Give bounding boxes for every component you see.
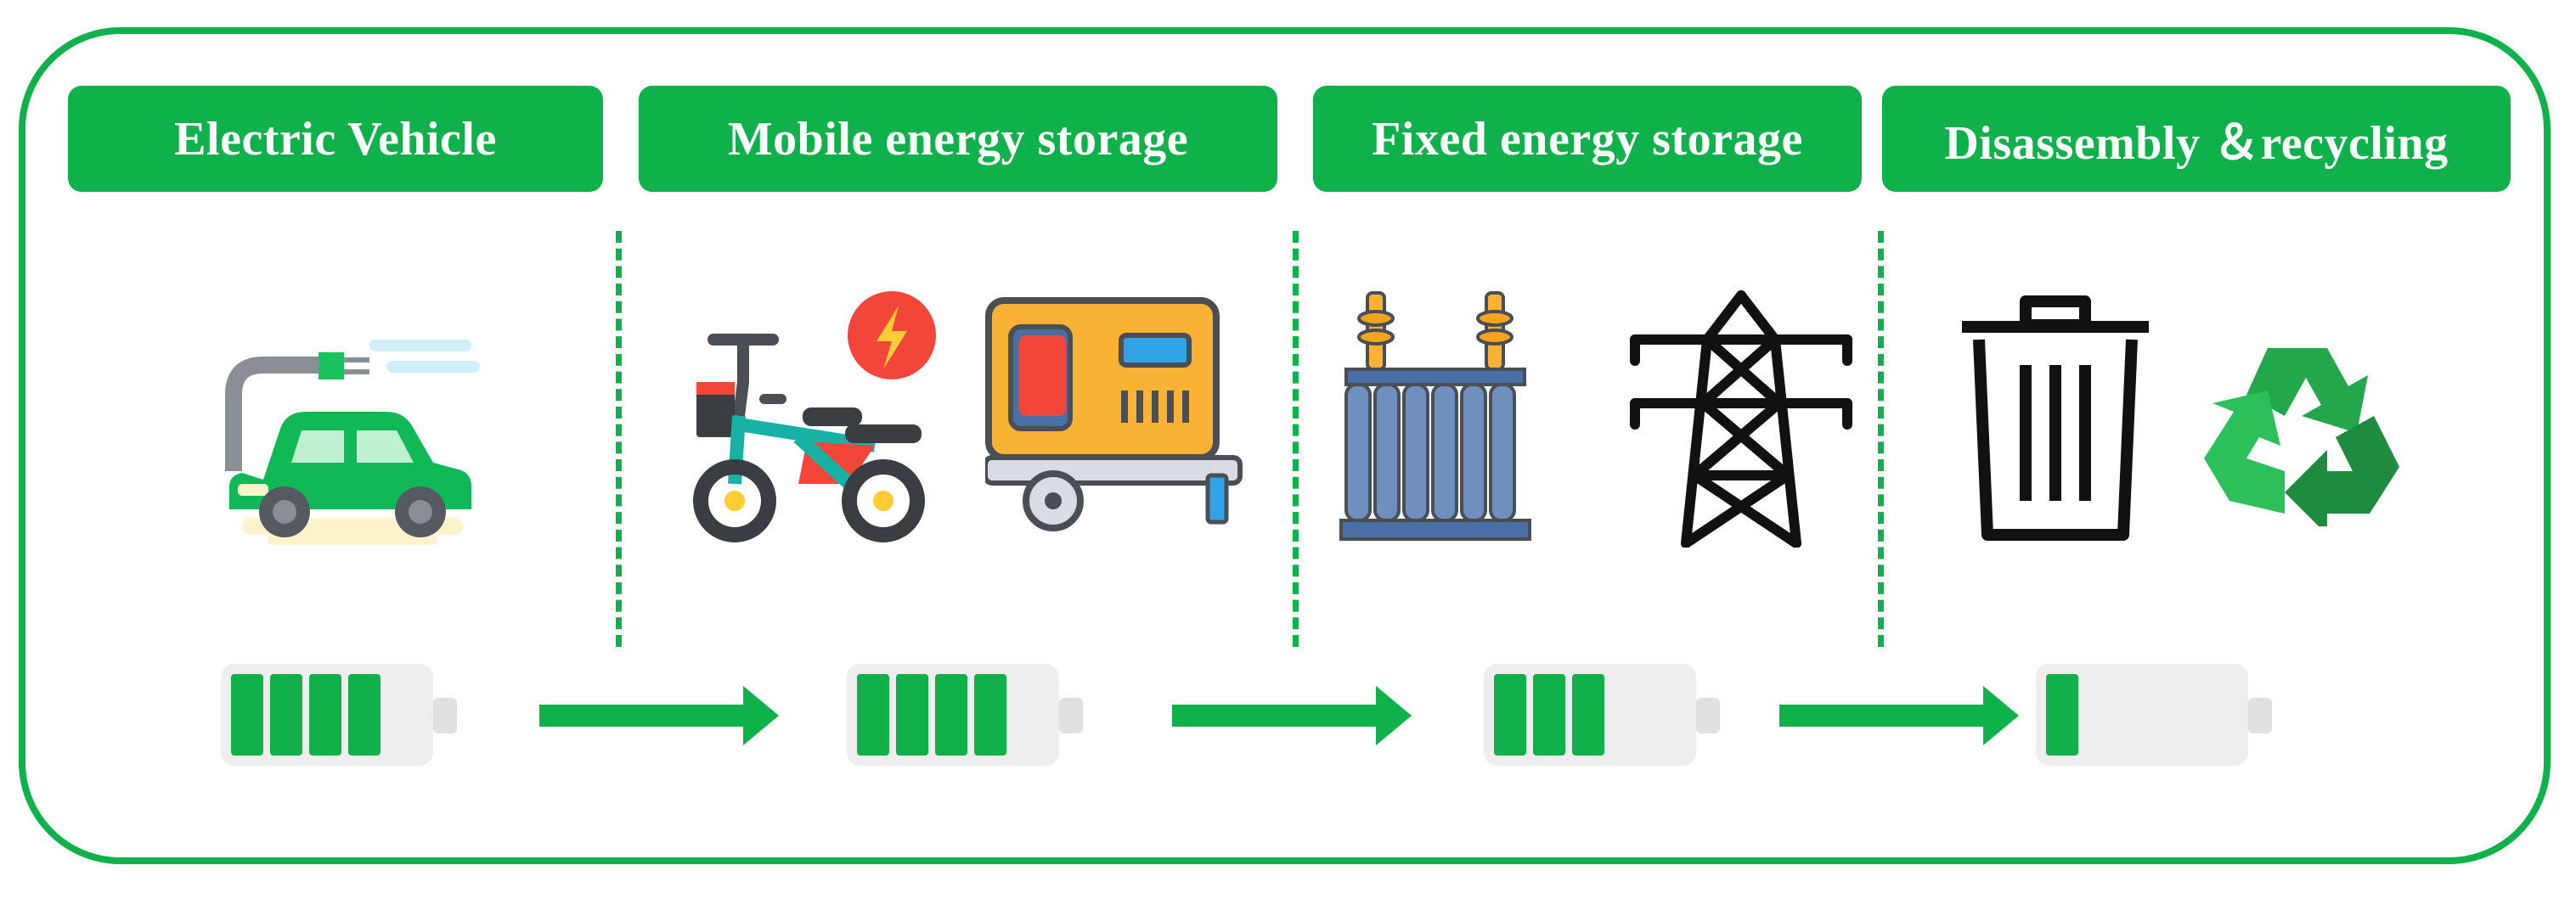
stage-label: Mobile energy storage	[727, 112, 1189, 166]
stage-header-fixed-storage: Fixed energy storage	[1313, 86, 1862, 192]
mobile-generator-trailer-icon	[985, 297, 1243, 531]
battery-cell	[896, 674, 928, 756]
battery-indicator	[2036, 664, 2272, 766]
battery-cell	[1572, 674, 1604, 756]
battery-cell	[1494, 674, 1526, 756]
flow-arrow	[1172, 686, 1412, 745]
battery-cell	[935, 674, 967, 756]
trash-bin-icon	[1962, 295, 2149, 541]
battery-cell	[857, 674, 889, 756]
transformer-icon	[1339, 291, 1531, 541]
battery-cell	[348, 674, 380, 756]
battery-indicator	[221, 664, 457, 766]
battery-cell	[270, 674, 302, 756]
stage-divider	[616, 231, 622, 647]
battery-cell	[974, 674, 1006, 756]
stage-divider	[1293, 231, 1299, 647]
electric-scooter-icon	[693, 291, 936, 542]
flow-arrow	[1779, 686, 2019, 745]
recycle-icon	[2204, 348, 2399, 526]
stage-label: Electric Vehicle	[174, 112, 497, 166]
stage-header-electric-vehicle: Electric Vehicle	[68, 86, 603, 192]
stage-label: Fixed energy storage	[1372, 112, 1803, 166]
stage-header-recycling: Disassembly ＆recycling	[1882, 86, 2511, 192]
flow-arrow	[539, 686, 779, 745]
battery-cell	[309, 674, 341, 756]
power-pylon-icon	[1630, 290, 1852, 548]
stage-label: Disassembly ＆recycling	[1944, 117, 2449, 170]
battery-indicator	[847, 664, 1083, 766]
stage-divider	[1878, 231, 1884, 647]
battery-cell	[2046, 674, 2078, 756]
battery-indicator	[1484, 664, 1720, 766]
battery-cell	[231, 674, 263, 756]
battery-cell	[1533, 674, 1565, 756]
electric-car-icon	[225, 340, 480, 545]
process-frame	[19, 27, 2551, 864]
stage-header-mobile-storage: Mobile energy storage	[639, 86, 1277, 192]
